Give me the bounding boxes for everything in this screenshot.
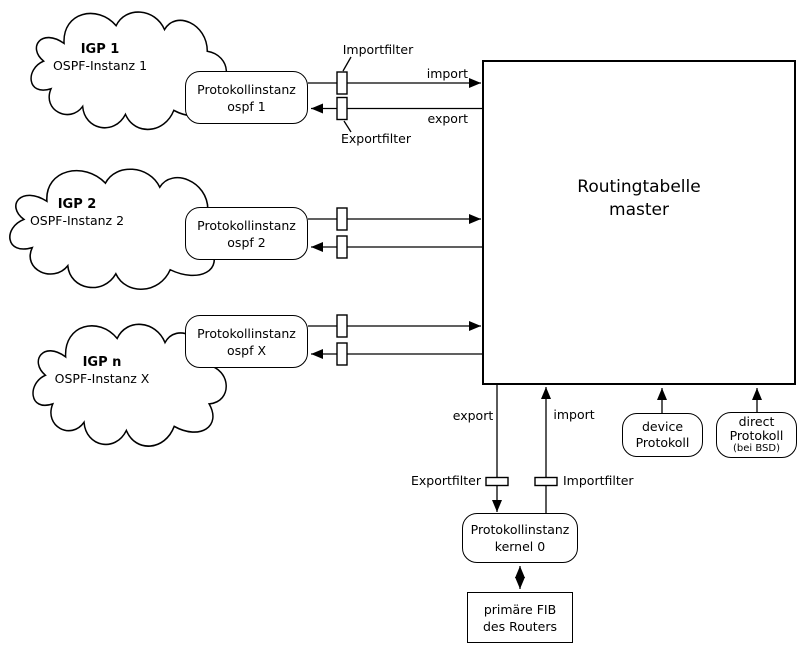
cloud-igpn-label: IGP n OSPF-Instanz X: [22, 355, 182, 387]
importfilter-box-ospfx: [336, 314, 348, 338]
cloud-igp1-label: IGP 1 OSPF-Instanz 1: [20, 42, 180, 74]
device-box-line2: Protokoll: [635, 435, 690, 450]
igp2-title: IGP 2: [57, 197, 97, 212]
importfilter-top-label: Importfilter: [342, 42, 414, 57]
exportfilter-pointer-line: [343, 120, 352, 133]
protocol-box-ospf1-line1: Protokollinstanz: [197, 81, 296, 97]
igpn-subtitle: OSPF-Instanz X: [54, 371, 150, 386]
exportfilter-top-label: Exportfilter: [341, 131, 411, 146]
import-bottom-label: import: [553, 407, 595, 422]
kernel-box-line1: Protokollinstanz: [470, 522, 570, 537]
export-bottom-label: export: [452, 408, 494, 423]
protocol-box-ospf2-line1: Protokollinstanz: [197, 217, 296, 233]
exportfilter-bottom-label: Exportfilter: [411, 473, 481, 488]
fib-box: primäre FIB des Routers: [467, 592, 573, 643]
direct-protocol-box: direct Protokoll (bei BSD): [716, 412, 797, 458]
protocol-box-ospfx-line1: Protokollinstanz: [197, 325, 296, 341]
device-box-line1: device: [641, 419, 684, 434]
exportfilter-box-kernel: [485, 476, 509, 487]
kernel-box-line2: kernel 0: [494, 539, 546, 554]
importfilter-box-kernel: [534, 476, 558, 487]
igp1-subtitle: OSPF-Instanz 1: [52, 58, 148, 73]
exportfilter-box-ospf2: [336, 235, 348, 259]
protocol-box-ospf2: Protokollinstanz ospf 2: [185, 207, 308, 260]
protocol-box-ospfx-line2: ospf X: [226, 342, 267, 358]
direct-box-line1: direct: [738, 414, 775, 429]
importfilter-box-ospf2: [336, 207, 348, 231]
importfilter-bottom-label: Importfilter: [563, 473, 634, 488]
protocol-box-ospfx: Protokollinstanz ospf X: [185, 315, 308, 368]
routing-table-title: Routingtabelle master: [484, 176, 794, 222]
protocol-box-ospf1: Protokollinstanz ospf 1: [185, 71, 308, 124]
igp1-title: IGP 1: [80, 42, 120, 57]
device-protocol-box: device Protokoll: [622, 413, 703, 457]
routing-table-line2: master: [609, 200, 669, 220]
exportfilter-box-ospf1: [336, 96, 348, 121]
igpn-title: IGP n: [82, 355, 122, 370]
importfilter-box-ospf1: [336, 71, 348, 95]
fib-box-line2: des Routers: [482, 618, 558, 634]
fib-box-line1: primäre FIB: [483, 601, 557, 617]
exportfilter-box-ospfx: [336, 342, 348, 366]
igp2-subtitle: OSPF-Instanz 2: [29, 213, 125, 228]
import-row1-label: import: [426, 66, 468, 81]
export-row1-label: export: [427, 111, 469, 126]
protocol-box-ospf2-line2: ospf 2: [227, 234, 266, 250]
direct-box-line2: Protokoll: [729, 428, 784, 443]
direct-box-note: (bei BSD): [733, 443, 780, 454]
protocol-box-ospf1-line2: ospf 1: [227, 98, 266, 114]
kernel-protocol-box: Protokollinstanz kernel 0: [462, 513, 578, 563]
routing-table-box: Routingtabelle master: [482, 60, 796, 385]
cloud-igp2-label: IGP 2 OSPF-Instanz 2: [0, 197, 157, 229]
importfilter-pointer-line: [342, 56, 352, 72]
routing-table-line1: Routingtabelle: [577, 177, 701, 197]
